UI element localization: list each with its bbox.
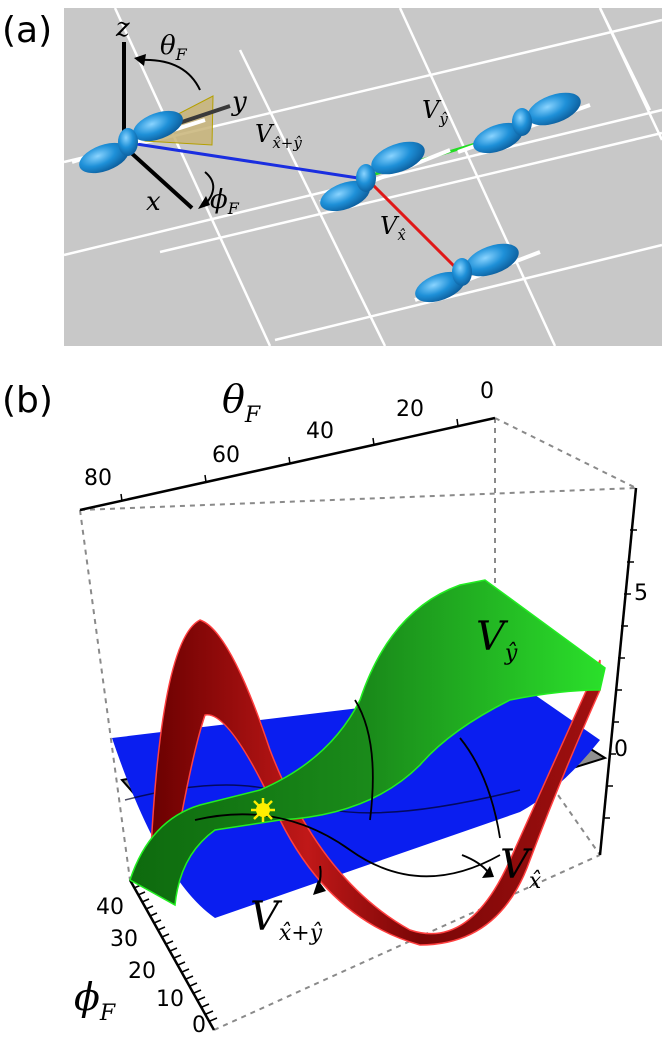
bond-diagonal-label: Vx̂+ŷ [255,120,302,152]
panel-a: z y x θF ϕF Vx̂+ŷ Vŷ Vx̂ [63,7,664,347]
phi-axis-line [128,879,216,1031]
surface-label-v-x: Vx̂ [500,842,542,894]
theta-tick-40: 40 [306,419,334,444]
y-axis-label: y [231,87,247,117]
phi-arrowhead [198,196,210,209]
surface-label-v-y: Vŷ [476,614,518,666]
bond-diagonal [129,141,359,180]
molecule-y [457,92,591,154]
bond-x [366,178,462,274]
surface-label-v-diag: Vx̂+ŷ [250,894,323,946]
surface-v-x [149,619,601,946]
surface-wireframe [194,699,501,878]
surface-v-y [129,579,606,907]
v-axis-ticks [603,529,637,819]
v-tick-0: 0 [614,737,628,762]
theta-axis-line [79,416,496,512]
theta-label: θF [160,31,188,64]
theta-tick-60: 60 [212,443,240,468]
molecule-x [414,243,541,303]
theta-arc [139,58,201,91]
v-diag-arrowhead [313,880,326,895]
panel-b-label: (b) [2,380,53,421]
z-axis-label: z [115,13,130,43]
phi-tick-0: 0 [192,1013,206,1038]
v-axis-line [598,487,638,856]
theta-axis-ticks [120,418,459,502]
theta-tick-20: 20 [396,397,424,422]
bond-y-label: Vŷ [422,96,448,128]
bond-x-label: Vx̂ [380,212,406,244]
theta-tick-80: 80 [84,466,112,491]
v-x-arrowhead [482,866,494,878]
molecule-origin [71,110,206,174]
phi-tick-10: 10 [156,987,184,1012]
theta-axis-title: θF [222,377,261,428]
phi-tick-40: 40 [96,895,124,920]
molecule-center [319,141,451,212]
x-axis-label: x [146,187,161,217]
v-x-arrow [461,854,489,873]
panel-b: 80 60 40 20 0 40 30 20 10 0 5 0 θF ϕF Vŷ… [74,377,648,1038]
panel-a-label: (a) [2,10,52,51]
theta-tick-0: 0 [480,379,494,404]
phi-axis-ticks [133,884,218,1022]
phi-label: ϕF [210,185,240,218]
phi-tick-20: 20 [128,959,156,984]
crossing-marker [251,798,275,822]
phi-axis-title: ϕF [74,975,116,1026]
v-tick-5: 5 [634,581,648,606]
x-axis [126,148,194,210]
theta-arrowhead [134,54,146,66]
phi-tick-30: 30 [110,927,138,952]
